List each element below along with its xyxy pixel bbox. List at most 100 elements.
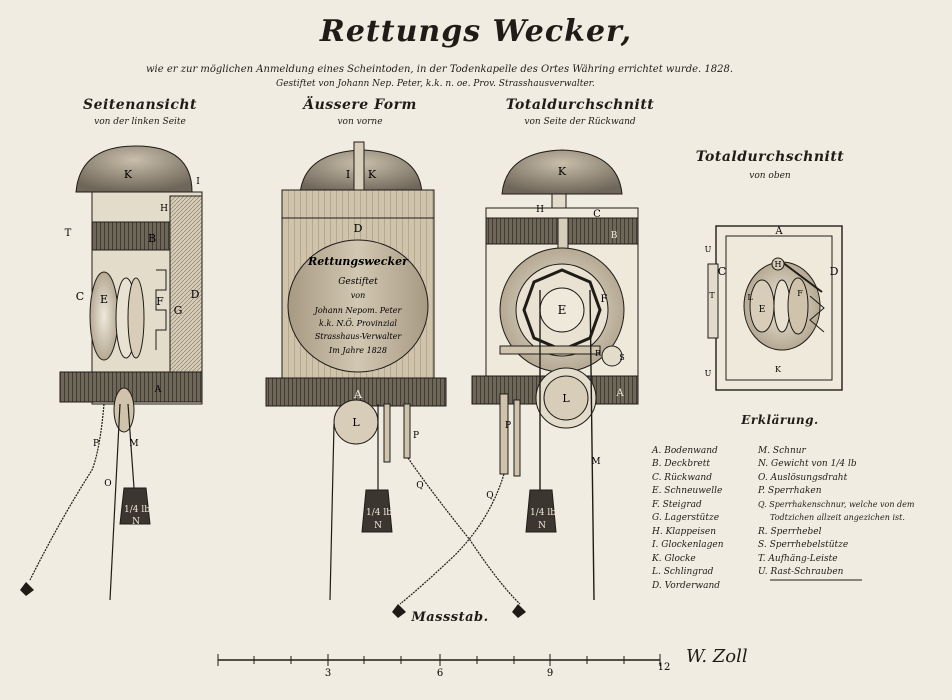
side-letter-f: F: [156, 295, 164, 308]
legend-right-0: M. Schnur: [758, 446, 806, 456]
top-letter-h: H: [775, 260, 782, 269]
rear-letter-s: S: [619, 353, 624, 362]
rear-weight-label: 1/4 lb: [530, 508, 556, 518]
top-letter-c: C: [718, 265, 726, 278]
legend-left-1: B. Deckbrett: [652, 459, 710, 469]
scale-tick-6: 6: [437, 668, 443, 679]
legend-left-0: A. Bodenwand: [652, 446, 718, 456]
rear-letter-q: Q: [486, 491, 493, 501]
rear-letter-c: C: [593, 209, 601, 220]
subheading-rear-section: von Seite der Rückwand: [524, 117, 636, 127]
heading-top-section: Totaldurchschnitt: [695, 149, 845, 165]
legend-left-4: F. Steigrad: [652, 500, 702, 510]
heading-front-view: Äussere Form: [303, 97, 417, 113]
scale-tick-9: 9: [547, 668, 553, 679]
legend-left-3: E. Schneuwelle: [652, 486, 723, 496]
side-letter-t: T: [65, 228, 72, 239]
subheading-front-view: von vorne: [337, 117, 383, 127]
plaque-line-1: Rettungswecker: [307, 255, 409, 268]
legend-left-2: C. Rückwand: [652, 473, 712, 483]
rear-letter-h: H: [536, 205, 544, 215]
side-letter-e: E: [100, 293, 108, 306]
legend-right-9: U. Rast-Schrauben: [758, 567, 844, 577]
side-letter-o: O: [104, 479, 111, 489]
plaque-line-2: Gestiftet: [338, 277, 378, 287]
scale-tick-3: 3: [325, 668, 331, 679]
front-letter-k: K: [368, 168, 377, 181]
engraver-signature: W. Zoll: [686, 646, 748, 667]
legend-left-9: L. Schlingrad: [652, 567, 714, 577]
legend-right-4: Q. Sperrhakenschnur, welche von dem: [758, 500, 915, 509]
side-view-drawing: 1/4 lb K B C E F G D H I T A P M O N: [20, 145, 203, 601]
legend-right-6: R. Sperrhebel: [758, 527, 822, 537]
rear-letter-a: A: [615, 388, 624, 399]
heading-rear-section: Totaldurchschnitt: [505, 97, 655, 113]
front-view-drawing: 1/4 lb Rettungswecker Gestiftet von Joha…: [265, 141, 526, 618]
subheading-top-section: von oben: [749, 171, 791, 181]
side-weight-label: 1/4 lb: [124, 505, 150, 515]
plate-subtitle-2: Gestiftet von Johann Nep. Peter, k.k. n.…: [276, 79, 595, 89]
rear-letter-n: N: [538, 521, 546, 531]
top-letter-a: A: [774, 226, 783, 237]
top-letter-k: K: [775, 365, 782, 374]
plaque-line-3: von: [351, 291, 366, 300]
front-letter-p: P: [413, 431, 419, 441]
front-letter-l: L: [352, 416, 360, 429]
front-letter-i: I: [346, 168, 350, 181]
side-letter-b: B: [148, 232, 156, 245]
side-letter-d: D: [191, 288, 200, 301]
front-letter-n: N: [374, 521, 382, 531]
plaque-line-6: Strasshaus-Verwalter: [315, 332, 403, 341]
top-section-drawing: A C D T U U H L E F K: [705, 225, 843, 391]
rear-letter-f: F: [601, 294, 608, 305]
legend-left-8: K. Glocke: [652, 554, 696, 564]
front-weight-label: 1/4 lb: [366, 508, 392, 518]
scale-tick-12: 12: [658, 662, 671, 673]
legend-left-10: D. Vorderwand: [652, 581, 721, 591]
rear-letter-l: L: [562, 392, 570, 405]
legend-left-5: G. Lagerstütze: [652, 513, 720, 523]
front-letter-d: D: [354, 222, 363, 235]
side-letter-i: I: [196, 177, 200, 187]
top-letter-e: E: [759, 305, 766, 315]
legend-right-3: P. Sperrhaken: [758, 486, 822, 496]
rear-letter-e: E: [558, 303, 567, 317]
side-letter-h: H: [160, 204, 168, 214]
scale-title: Massstab.: [411, 610, 489, 625]
rear-letter-m: M: [591, 457, 600, 467]
side-letter-n: N: [132, 517, 140, 527]
legend-right-8: T. Aufhäng-Leiste: [758, 554, 838, 564]
side-letter-m: M: [129, 439, 138, 449]
side-letter-p: P: [93, 439, 99, 449]
top-letter-d: D: [830, 265, 839, 278]
legend-left-6: H. Klappeisen: [652, 527, 717, 537]
plate-subtitle-1: wie er zur möglichen Anmeldung eines Sch…: [146, 64, 733, 75]
plaque-line-7: Im Jahre 1828: [328, 346, 387, 355]
top-letter-u1: U: [705, 245, 712, 254]
rear-letter-b: B: [611, 231, 618, 241]
side-letter-g: G: [174, 304, 183, 317]
scale-bar: 3 6 9 12: [217, 654, 671, 679]
legend-right-1: N. Gewicht von 1/4 lb: [758, 459, 857, 469]
front-letter-q: Q: [416, 481, 423, 491]
legend-title: Erklärung.: [741, 413, 819, 427]
plaque-line-4: Johann Nepom. Peter: [313, 306, 403, 315]
legend-right-2: O. Auslösungsdraht: [758, 473, 848, 483]
top-letter-l: L: [747, 293, 753, 302]
legend-left-7: I. Glockenlagen: [652, 540, 724, 550]
top-letter-u2: U: [705, 369, 712, 378]
rear-letter-p: P: [505, 421, 511, 431]
side-letter-k: K: [124, 168, 133, 181]
top-letter-f: F: [797, 289, 803, 298]
legend-right-5: Todtzichen allzeit angezichen ist.: [770, 513, 905, 522]
top-letter-t: T: [709, 291, 715, 300]
rear-section-drawing: 1/4 lb K H C B E F R S L A P M Q N: [392, 149, 639, 618]
rear-letter-k: K: [558, 165, 567, 178]
plate-title: Rettungs Wecker,: [319, 14, 633, 49]
subheading-side-view: von der linken Seite: [94, 117, 186, 127]
front-letter-a: A: [353, 388, 363, 401]
side-letter-a: A: [154, 385, 162, 395]
side-letter-c: C: [76, 290, 84, 303]
heading-side-view: Seitenansicht: [82, 97, 197, 113]
